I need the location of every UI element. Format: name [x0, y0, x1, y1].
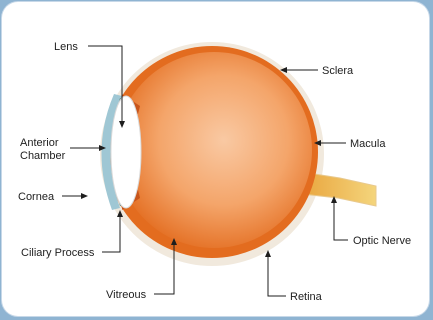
label-lens: Lens	[54, 41, 78, 53]
lens-shape	[111, 96, 141, 208]
label-cornea: Cornea	[18, 191, 55, 203]
label-retina: Retina	[290, 291, 323, 303]
label-optic-nerve: Optic Nerve	[353, 235, 411, 247]
eye-diagram: Lens Anterior Chamber Cornea Ciliary Pro…	[2, 2, 429, 316]
vitreous-shape	[116, 52, 312, 248]
label-vitreous: Vitreous	[106, 289, 147, 301]
label-anterior-chamber-line2: Chamber	[20, 150, 66, 162]
label-anterior-chamber-line1: Anterior	[20, 137, 59, 149]
label-ciliary-process: Ciliary Process	[21, 247, 95, 259]
label-sclera: Sclera	[322, 65, 354, 77]
label-macula: Macula	[350, 138, 386, 150]
diagram-panel: Lens Anterior Chamber Cornea Ciliary Pro…	[2, 2, 429, 316]
